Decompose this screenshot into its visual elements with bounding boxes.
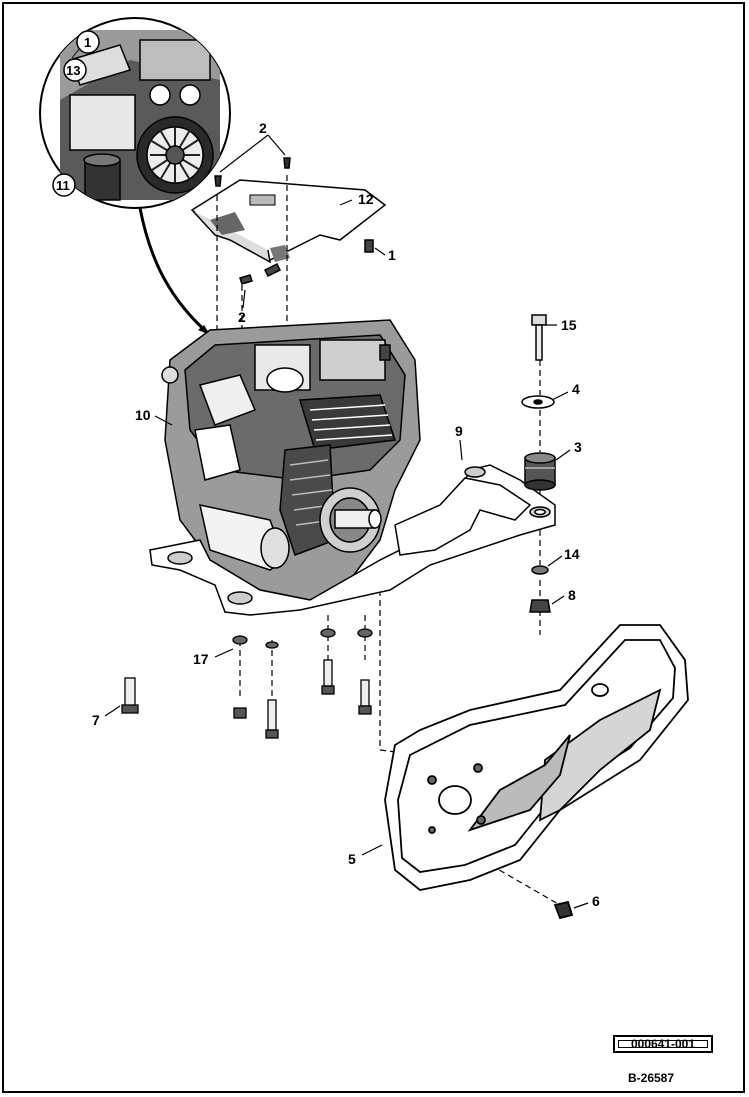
callout-12: 12 (358, 191, 374, 207)
callout-7: 7 (92, 712, 100, 728)
part-number-box: 000641-001 (613, 1035, 713, 1053)
callout-14: 14 (564, 546, 580, 562)
callout-1: 1 (388, 247, 396, 263)
top-cover-part (190, 157, 387, 285)
callout-17: 17 (193, 651, 209, 667)
callout-4: 4 (572, 381, 580, 397)
svg-text:13: 13 (66, 63, 80, 78)
callout-10: 10 (135, 407, 151, 423)
callout-9: 9 (455, 423, 463, 439)
svg-text:11: 11 (56, 178, 70, 193)
base-plate-part (149, 464, 556, 616)
inset-detail: 1 13 11 (39, 17, 231, 337)
inset-callout-11: 11 (52, 173, 76, 197)
mount-hardware (521, 314, 556, 613)
bottom-bolts (121, 628, 373, 739)
inset-callout-13: 13 (63, 58, 87, 82)
callout-2-top: 2 (259, 120, 267, 136)
engine-part (161, 319, 421, 601)
callout-2-mid: 2 (238, 309, 246, 325)
figure-number: B-26587 (628, 1071, 675, 1085)
callout-labels: 2 12 1 2 15 4 3 9 10 14 8 17 7 5 6 (92, 120, 600, 909)
callout-6: 6 (592, 893, 600, 909)
belt-guard-part (384, 624, 689, 920)
callout-5: 5 (348, 851, 356, 867)
callout-8: 8 (568, 587, 576, 603)
inset-callout-1: 1 (71, 30, 100, 59)
callout-3: 3 (574, 439, 582, 455)
callout-15: 15 (561, 317, 577, 333)
svg-text:1: 1 (84, 35, 91, 50)
